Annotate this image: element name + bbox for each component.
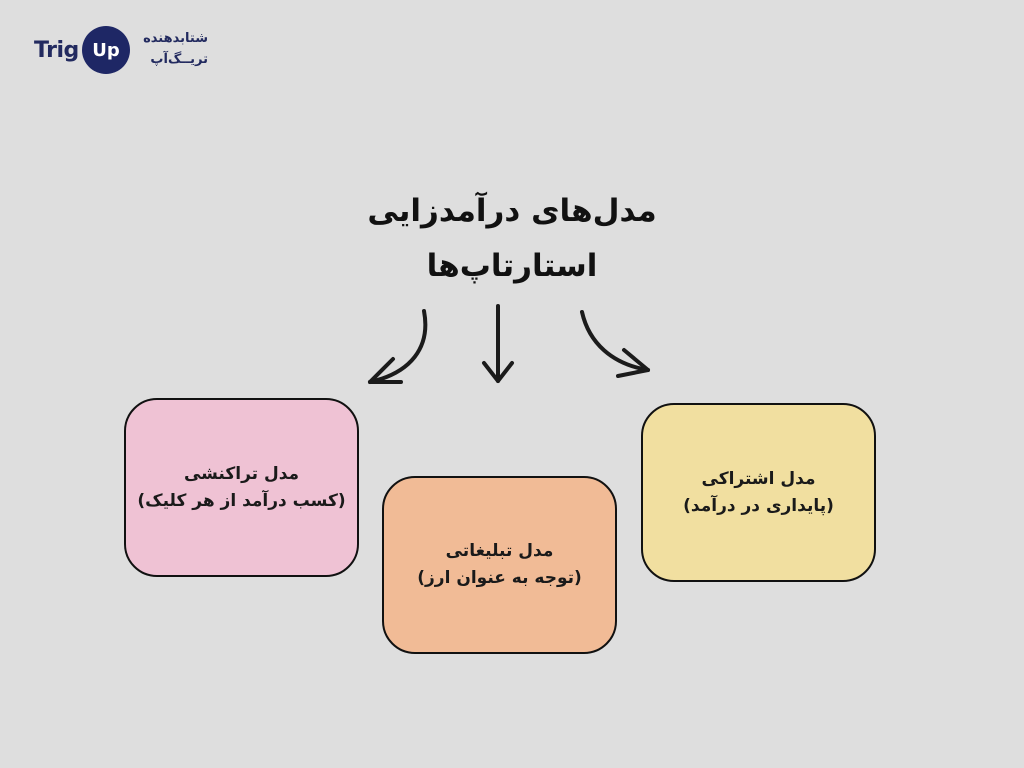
logo-up-badge: Up	[82, 26, 130, 74]
subscription-model-subtitle: (پایداری در درآمد)	[683, 495, 834, 516]
left-arrowhead	[368, 357, 403, 384]
subscription-model-title: مدل اشتراکی	[701, 468, 816, 489]
advertising-model-subtitle: (توجه به عنوان ارز)	[417, 568, 582, 588]
logo-trig-text: Trig	[34, 38, 79, 63]
transactional-model-subtitle: (کسب درآمد از هر کلیک)	[137, 490, 346, 511]
transactional-model-card: مدل تراکنشی (کسب درآمد از هر کلیک)	[124, 398, 359, 577]
diagram-title-line-2: استارتاپ‌ها	[426, 248, 598, 284]
logo-persian-tagline: شتابدهنده تریــگ‌آپ	[134, 28, 208, 70]
right-arrowhead	[616, 348, 650, 378]
subscription-model-card: مدل اشتراکی (پایداری در درآمد)	[641, 403, 876, 582]
diagram-title: مدل‌های درآمدزایی استارتاپ‌ها	[262, 184, 762, 294]
trigup-logo: Trig Up شتابدهنده تریــگ‌آپ	[34, 26, 214, 78]
logo-tagline-line-1: شتابدهنده	[143, 31, 208, 46]
right-arrow-shaft	[580, 310, 650, 372]
transactional-model-title: مدل تراکنشی	[183, 463, 300, 484]
advertising-model-card: مدل تبلیغاتی (توجه به عنوان ارز)	[382, 476, 617, 654]
diagram-title-line-1: مدل‌های درآمدزایی	[367, 193, 657, 229]
center-arrowhead	[482, 361, 514, 383]
left-arrow-shaft	[368, 309, 428, 384]
advertising-model-title: مدل تبلیغاتی	[445, 541, 554, 561]
logo-tagline-line-2: تریــگ‌آپ	[150, 52, 208, 67]
